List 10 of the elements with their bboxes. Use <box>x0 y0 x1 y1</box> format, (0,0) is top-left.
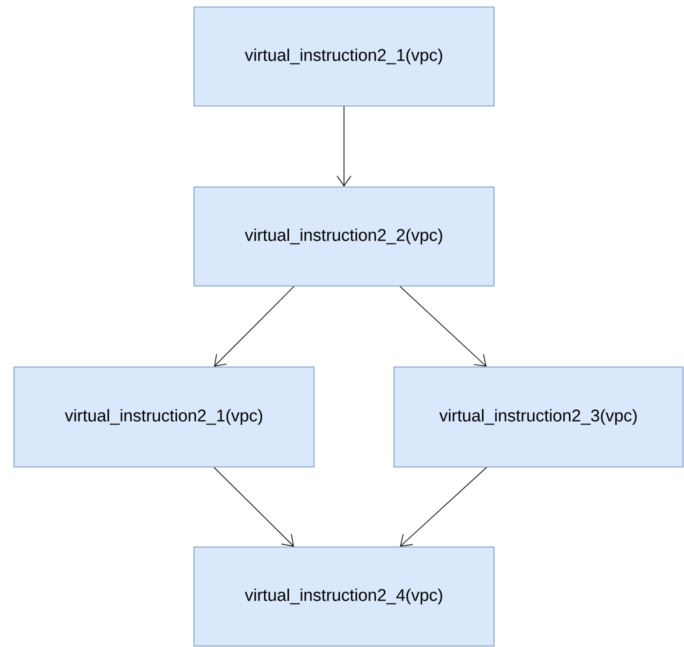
arrow <box>336 106 352 187</box>
arrow <box>400 286 487 367</box>
arrow <box>214 467 294 547</box>
process-box: virtual_instruction2_1(vpc) <box>194 6 494 106</box>
arrow <box>400 467 487 547</box>
process-box: virtual_instruction2_1(vpc) <box>14 366 314 468</box>
process-box: virtual_instruction2_3(vpc) <box>394 366 684 468</box>
arrow <box>214 286 294 367</box>
process-box: virtual_instruction2_4(vpc) <box>194 546 494 646</box>
process-box: virtual_instruction2_2(vpc) <box>194 186 494 286</box>
